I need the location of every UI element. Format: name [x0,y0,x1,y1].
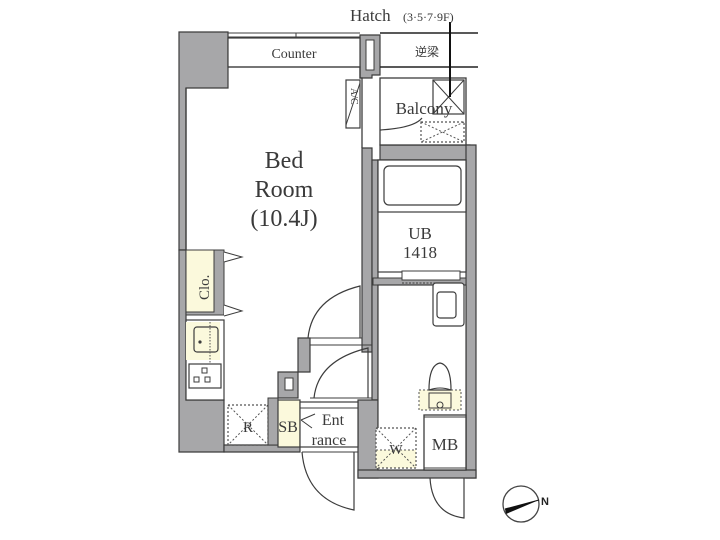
unit-bath [377,159,467,273]
window-top [228,32,360,38]
closet [185,249,244,317]
meter-box [423,414,467,519]
balcony-label: Balcony [396,99,453,118]
unit-bath-size: 1418 [403,243,437,262]
hatch-label: Hatch [350,6,391,25]
compass: N [502,485,549,523]
labels: Hatch (3·5·7·9F) 逆梁 Counter A/C Balcony … [197,6,458,458]
compass-needle-icon [505,500,539,514]
unit-bath-label: UB [408,224,432,243]
beam-lines [380,32,478,68]
closet-label: Clo. [197,275,213,300]
refrigerator-label: R [243,420,253,436]
ac-unit [345,79,361,129]
entrance [299,401,359,511]
toilet [428,362,452,391]
bedroom-outline [185,66,363,250]
kitchen [185,319,225,401]
washer-label: W [389,443,403,458]
washer-space [375,427,417,469]
interior-doors [307,285,372,399]
counter-label: Counter [271,47,316,62]
compass-circle [502,485,540,523]
entrance-label-line1: Ent [322,412,345,429]
bedroom-size: (10.4J) [250,206,317,232]
sink [193,326,219,353]
counter [227,37,361,68]
ac-label: A/C [348,88,359,105]
beam-label: 逆梁 [415,44,439,59]
entrance-label-line2: rance [312,432,347,449]
meter-box-label: MB [432,435,458,454]
walls [178,31,477,479]
hatch-box [432,79,465,115]
balcony [379,77,467,146]
bedroom-label-line2: Room [255,177,314,203]
bedroom-label-line1: Bed [265,148,304,174]
north-label: N [541,496,549,508]
shoe-box-label: SB [278,419,298,436]
hatch-floors: (3·5·7·9F) [403,10,454,24]
